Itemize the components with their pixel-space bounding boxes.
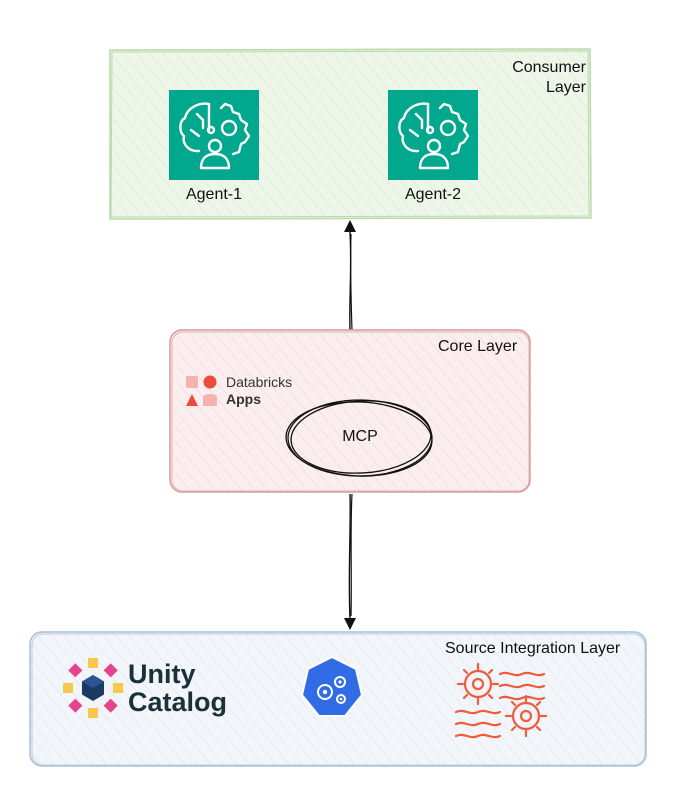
consumer-layer-title-line2: Layer <box>545 79 586 96</box>
consumer-layer-title-line1: Consumer <box>512 59 586 76</box>
kubernetes-icon <box>300 655 364 717</box>
core-layer-box <box>169 329 531 493</box>
core-layer-title: Core Layer <box>438 338 518 355</box>
consumer-layer-title: Consumer Layer <box>512 58 586 98</box>
arrow-core-to-source <box>344 493 356 630</box>
arrow-core-to-consumer <box>344 220 356 331</box>
apps-label: Apps <box>226 391 261 407</box>
source-layer-title: Source Integration Layer <box>445 640 621 657</box>
agent-2-label: Agent-2 <box>404 186 462 203</box>
agent-1-label: Agent-1 <box>185 186 243 203</box>
databricks-apps-label: Databricks Apps <box>226 374 292 408</box>
agent-2-icon <box>388 90 478 180</box>
unity-catalog-label: Unity Catalog <box>128 660 227 716</box>
unity-catalog-logo-icon <box>63 658 123 718</box>
integration-gears-icon <box>454 662 548 739</box>
agent-1-icon <box>169 90 259 180</box>
consumer-layer-box <box>109 48 592 220</box>
unity-label: Unity <box>128 659 196 689</box>
mcp-ellipse <box>285 399 433 477</box>
databricks-label: Databricks <box>226 374 293 390</box>
databricks-apps-logo-icon <box>186 375 217 406</box>
catalog-label: Catalog <box>128 687 228 717</box>
mcp-label: MCP <box>342 428 378 445</box>
